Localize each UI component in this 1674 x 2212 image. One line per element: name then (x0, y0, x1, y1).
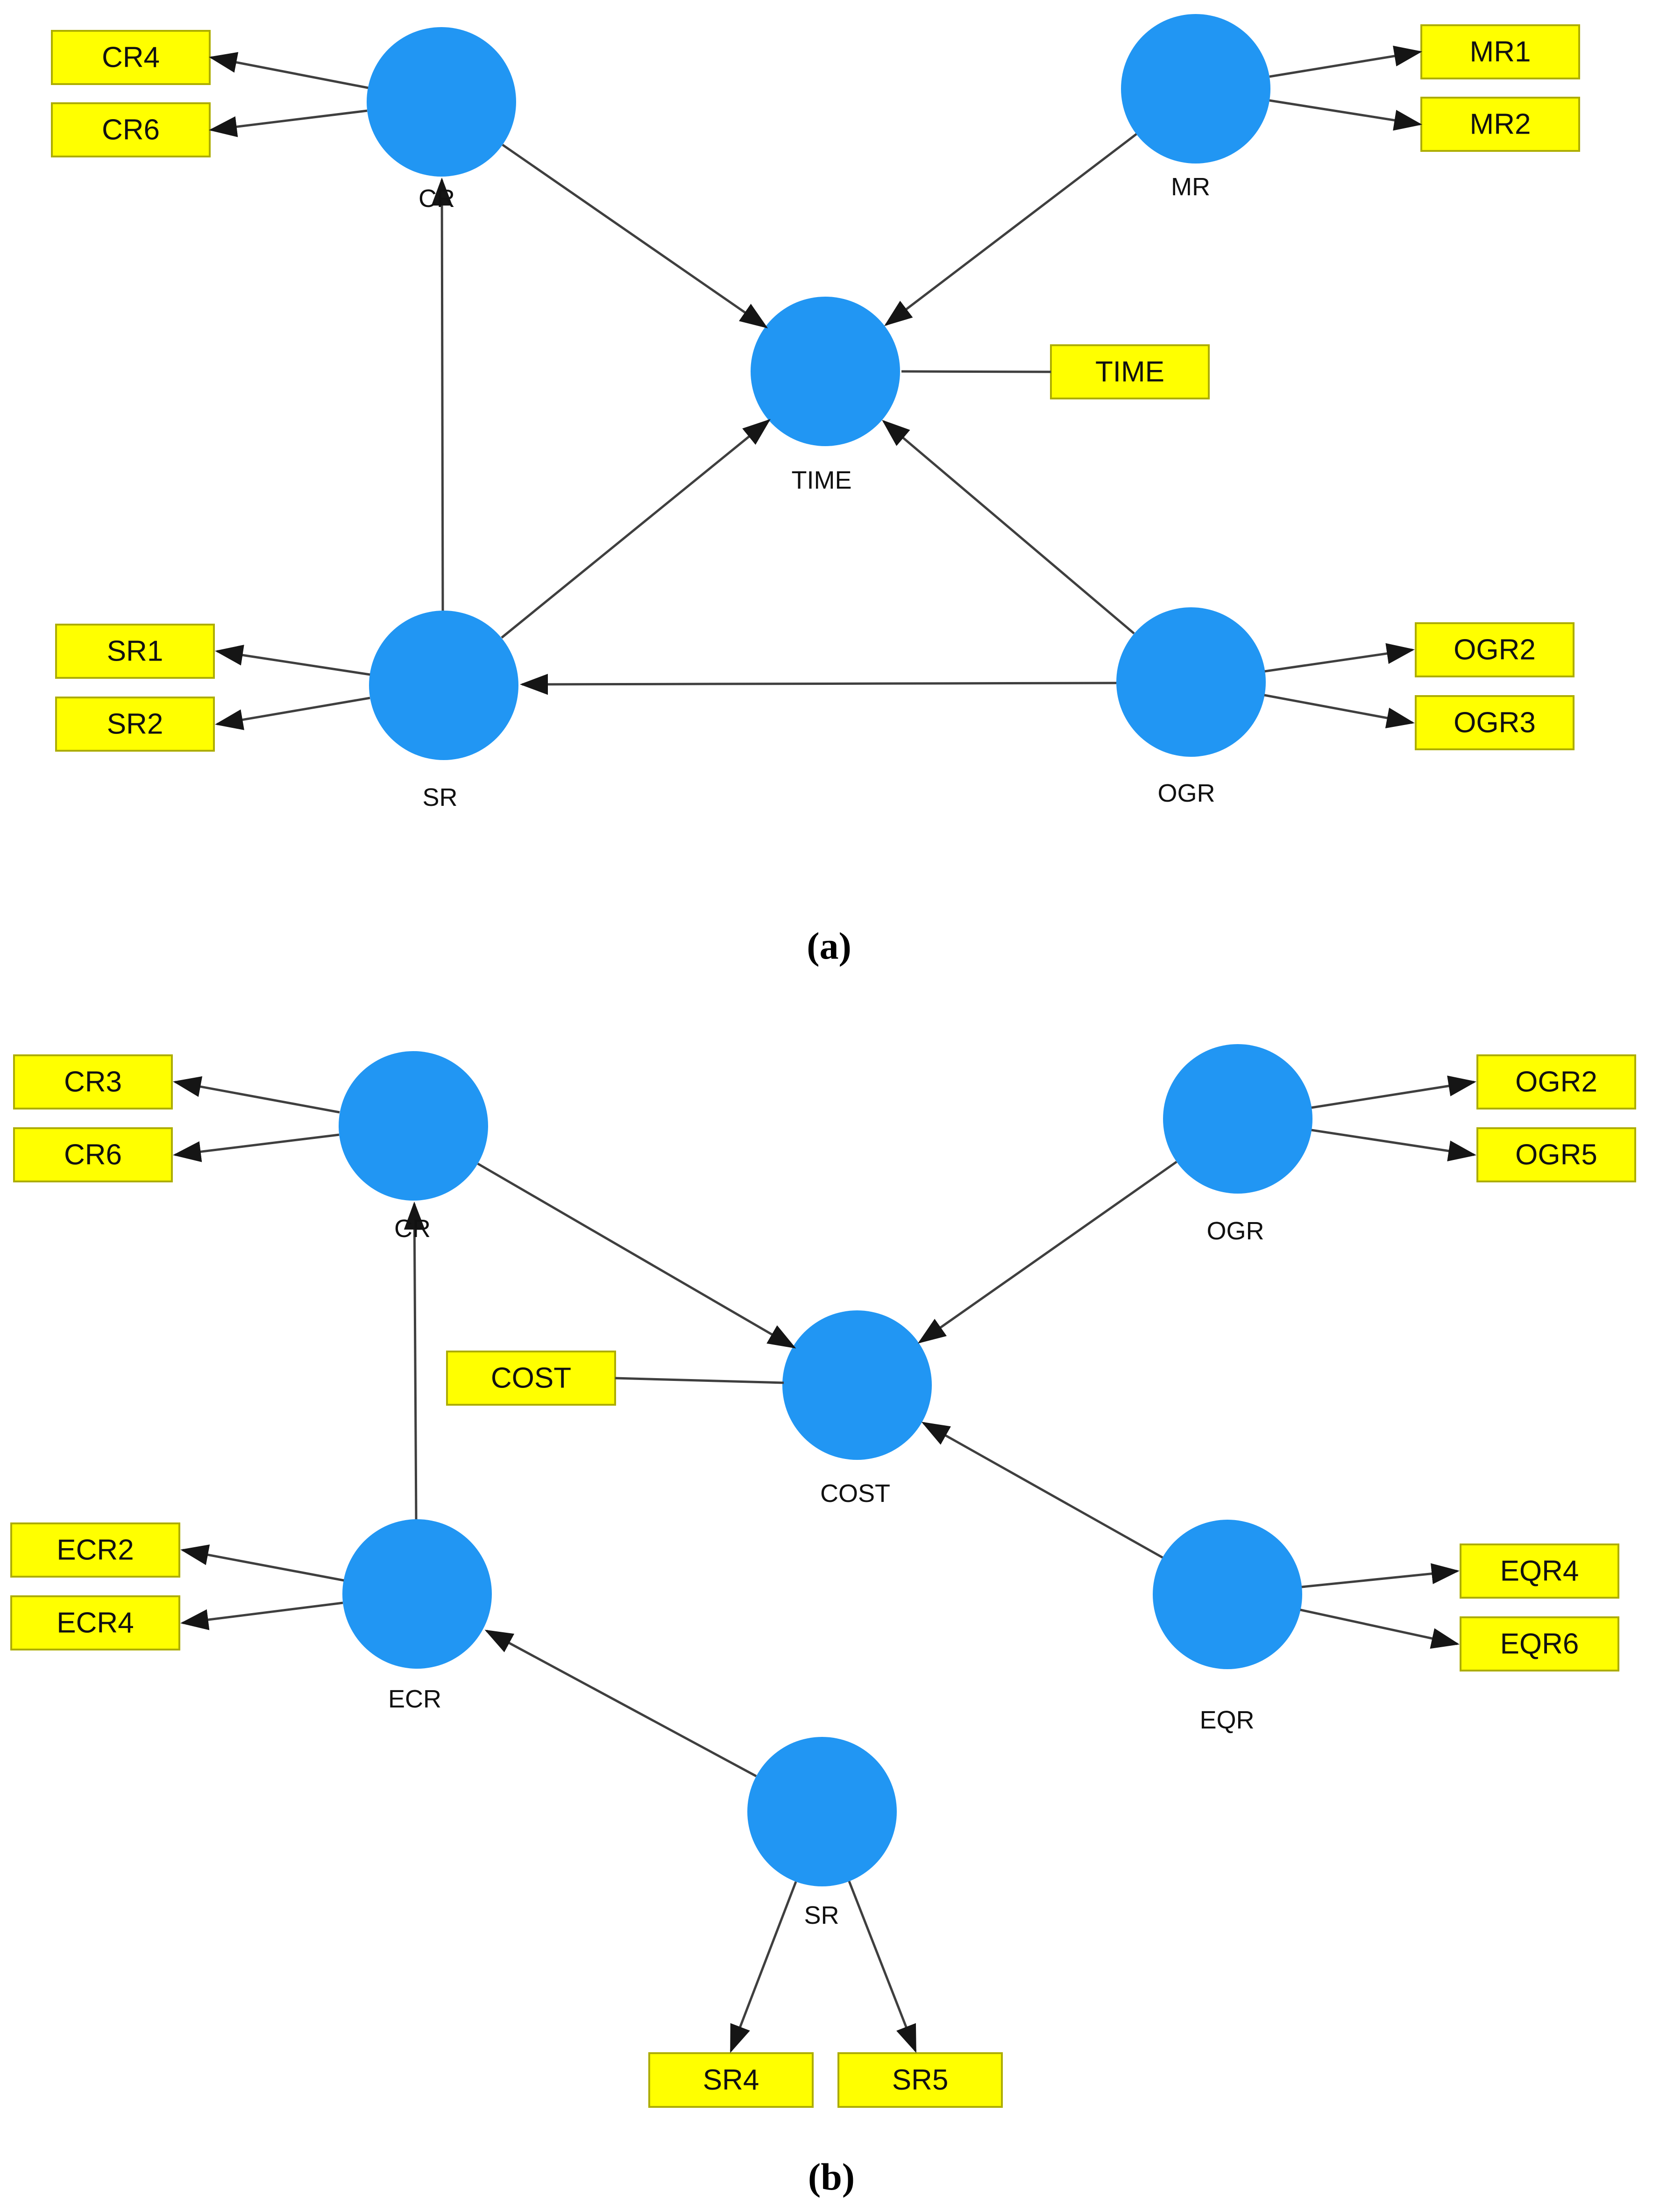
indicator-b-EQR6-box (1460, 1616, 1619, 1671)
indicator-a-CR6-label: CR6 (102, 114, 160, 146)
construct-a-MR-node (1121, 14, 1270, 164)
path-b-EQR-to-COST (921, 1422, 1163, 1559)
construct-b-COST-label: COST (820, 1479, 890, 1508)
construct-a-TIME-node (751, 297, 900, 446)
indicator-b-COST-label: COST (491, 1362, 571, 1394)
construct-b-ECR-node (342, 1519, 492, 1669)
path-b-OGR-to-COST (917, 1160, 1177, 1344)
construct-b-SR-node (747, 1737, 897, 1886)
indicator-b-OGR2-box (1476, 1054, 1636, 1110)
indicator-a-CR4-label: CR4 (102, 42, 160, 74)
path-b-EQR-to-EQR4 (1301, 1563, 1460, 1588)
path-b-OGR-to-OGR2 (1311, 1075, 1476, 1109)
path-a-OGR-to-OGR2 (1264, 643, 1415, 673)
path-a-SR-to-SR1 (215, 645, 370, 676)
edges-layer (173, 45, 1476, 2053)
indicator-a-MR2-label: MR2 (1470, 108, 1531, 141)
path-a-SR-to-SR2 (215, 697, 370, 730)
indicator-a-SR1-label: SR1 (107, 635, 163, 668)
construct-b-COST-node (782, 1310, 932, 1460)
panel-b-caption: (b) (808, 2155, 855, 2198)
indicator-b-SR4-box (648, 2052, 814, 2108)
indicator-a-TIME-label: TIME (1095, 356, 1164, 388)
indicator-a-CR6-box (51, 102, 211, 157)
construct-b-EQR-label: EQR (1199, 1706, 1254, 1734)
path-a-MR-to-TIME (884, 133, 1137, 327)
path-a-MR-to-MR1 (1269, 45, 1422, 78)
indicator-b-EQR4-box (1460, 1543, 1619, 1599)
indicator-b-ECR4-box (10, 1595, 180, 1650)
construct-a-CR-label: CR (418, 185, 455, 213)
constructs-layer (339, 14, 1312, 1886)
indicator-b-ECR4-label: ECR4 (57, 1607, 134, 1639)
path-b-SR-to-SR4 (730, 1881, 797, 2053)
indicator-b-ECR2-label: ECR2 (57, 1534, 134, 1566)
path-a-OGR-to-SR (520, 674, 1117, 695)
indicator-a-MR1-label: MR1 (1470, 36, 1531, 68)
labels-layer: CR MR TIME SR OGR CR OGR COST ECR EQR SR (388, 173, 1264, 1929)
path-a-CR-to-TIME (502, 143, 768, 328)
construct-b-EQR-node (1153, 1520, 1302, 1669)
construct-b-ECR-label: ECR (388, 1685, 441, 1713)
indicator-b-OGR5-label: OGR5 (1515, 1139, 1597, 1171)
path-b-ECR-to-CR (404, 1202, 425, 1520)
path-b-ECR-to-ECR2 (180, 1544, 344, 1582)
indicator-b-SR5-label: SR5 (892, 2064, 949, 2096)
construct-a-OGR-label: OGR (1157, 779, 1215, 807)
path-b-SR-to-SR5 (848, 1881, 917, 2053)
indicator-a-MR1-box (1420, 24, 1580, 79)
construct-b-OGR-label: OGR (1206, 1217, 1264, 1245)
indicator-a-OGR2-label: OGR2 (1454, 634, 1536, 666)
indicator-b-CR3-box (13, 1054, 173, 1110)
indicator-b-CR3-label: CR3 (64, 1066, 122, 1098)
indicators-layer: CR4CR6MR1MR2TIMESR1SR2OGR2OGR3CR3CR6OGR2… (10, 24, 1636, 2108)
path-a-TIME-box-to-TIME (901, 370, 1051, 373)
indicator-b-OGR2-label: OGR2 (1515, 1066, 1597, 1098)
construct-a-SR-node (369, 611, 518, 760)
path-b-EQR-to-EQR6 (1300, 1608, 1460, 1649)
indicator-b-SR4-label: SR4 (703, 2064, 759, 2096)
construct-b-CR-node (339, 1051, 488, 1201)
path-a-CR-to-CR4 (209, 52, 369, 89)
indicator-b-CR6-label: CR6 (64, 1139, 122, 1171)
path-a-OGR-to-OGR3 (1264, 694, 1415, 729)
path-a-OGR-to-TIME (882, 420, 1135, 634)
path-b-CR-to-CR3 (173, 1076, 340, 1114)
path-a-SR-to-CR (431, 178, 453, 611)
indicator-a-TIME-box (1050, 344, 1210, 399)
construct-a-CR-node (367, 27, 516, 177)
indicator-b-ECR2-box (10, 1522, 180, 1578)
indicator-a-SR1-box (55, 624, 215, 679)
construct-a-OGR-node (1116, 607, 1266, 757)
indicator-b-SR5-box (837, 2052, 1003, 2108)
construct-b-CR-label: CR (394, 1215, 431, 1243)
panel-a-caption: (a) (807, 925, 851, 967)
indicator-a-OGR2-box (1415, 622, 1575, 677)
path-b-OGR-to-OGR5 (1311, 1129, 1476, 1161)
path-b-CR-to-CR6 (173, 1133, 340, 1162)
path-b-CR-to-COST (477, 1162, 796, 1349)
construct-b-SR-label: SR (804, 1901, 839, 1929)
construct-a-MR-label: MR (1171, 173, 1210, 201)
path-b-ECR-to-ECR4 (180, 1601, 343, 1630)
construct-a-SR-label: SR (422, 783, 457, 811)
construct-b-OGR-node (1163, 1044, 1312, 1194)
indicator-b-COST-box (446, 1351, 616, 1406)
indicator-a-SR2-label: SR2 (107, 708, 163, 740)
indicator-b-EQR4-label: EQR4 (1500, 1555, 1579, 1587)
indicator-b-CR6-box (13, 1127, 173, 1182)
path-a-MR-to-MR2 (1269, 99, 1422, 131)
path-a-SR-to-TIME (501, 419, 771, 639)
path-b-SR-to-ECR (484, 1629, 757, 1778)
indicator-b-EQR6-label: EQR6 (1500, 1628, 1579, 1660)
construct-a-TIME-label: TIME (792, 466, 852, 494)
indicator-a-MR2-box (1420, 97, 1580, 152)
indicator-a-OGR3-label: OGR3 (1454, 707, 1536, 739)
indicator-a-SR2-box (55, 697, 215, 752)
indicator-a-OGR3-box (1415, 695, 1575, 750)
path-a-CR-to-CR6 (209, 109, 368, 137)
path-b-COST-box-to-COST (615, 1377, 784, 1384)
indicator-b-OGR5-box (1476, 1127, 1636, 1182)
